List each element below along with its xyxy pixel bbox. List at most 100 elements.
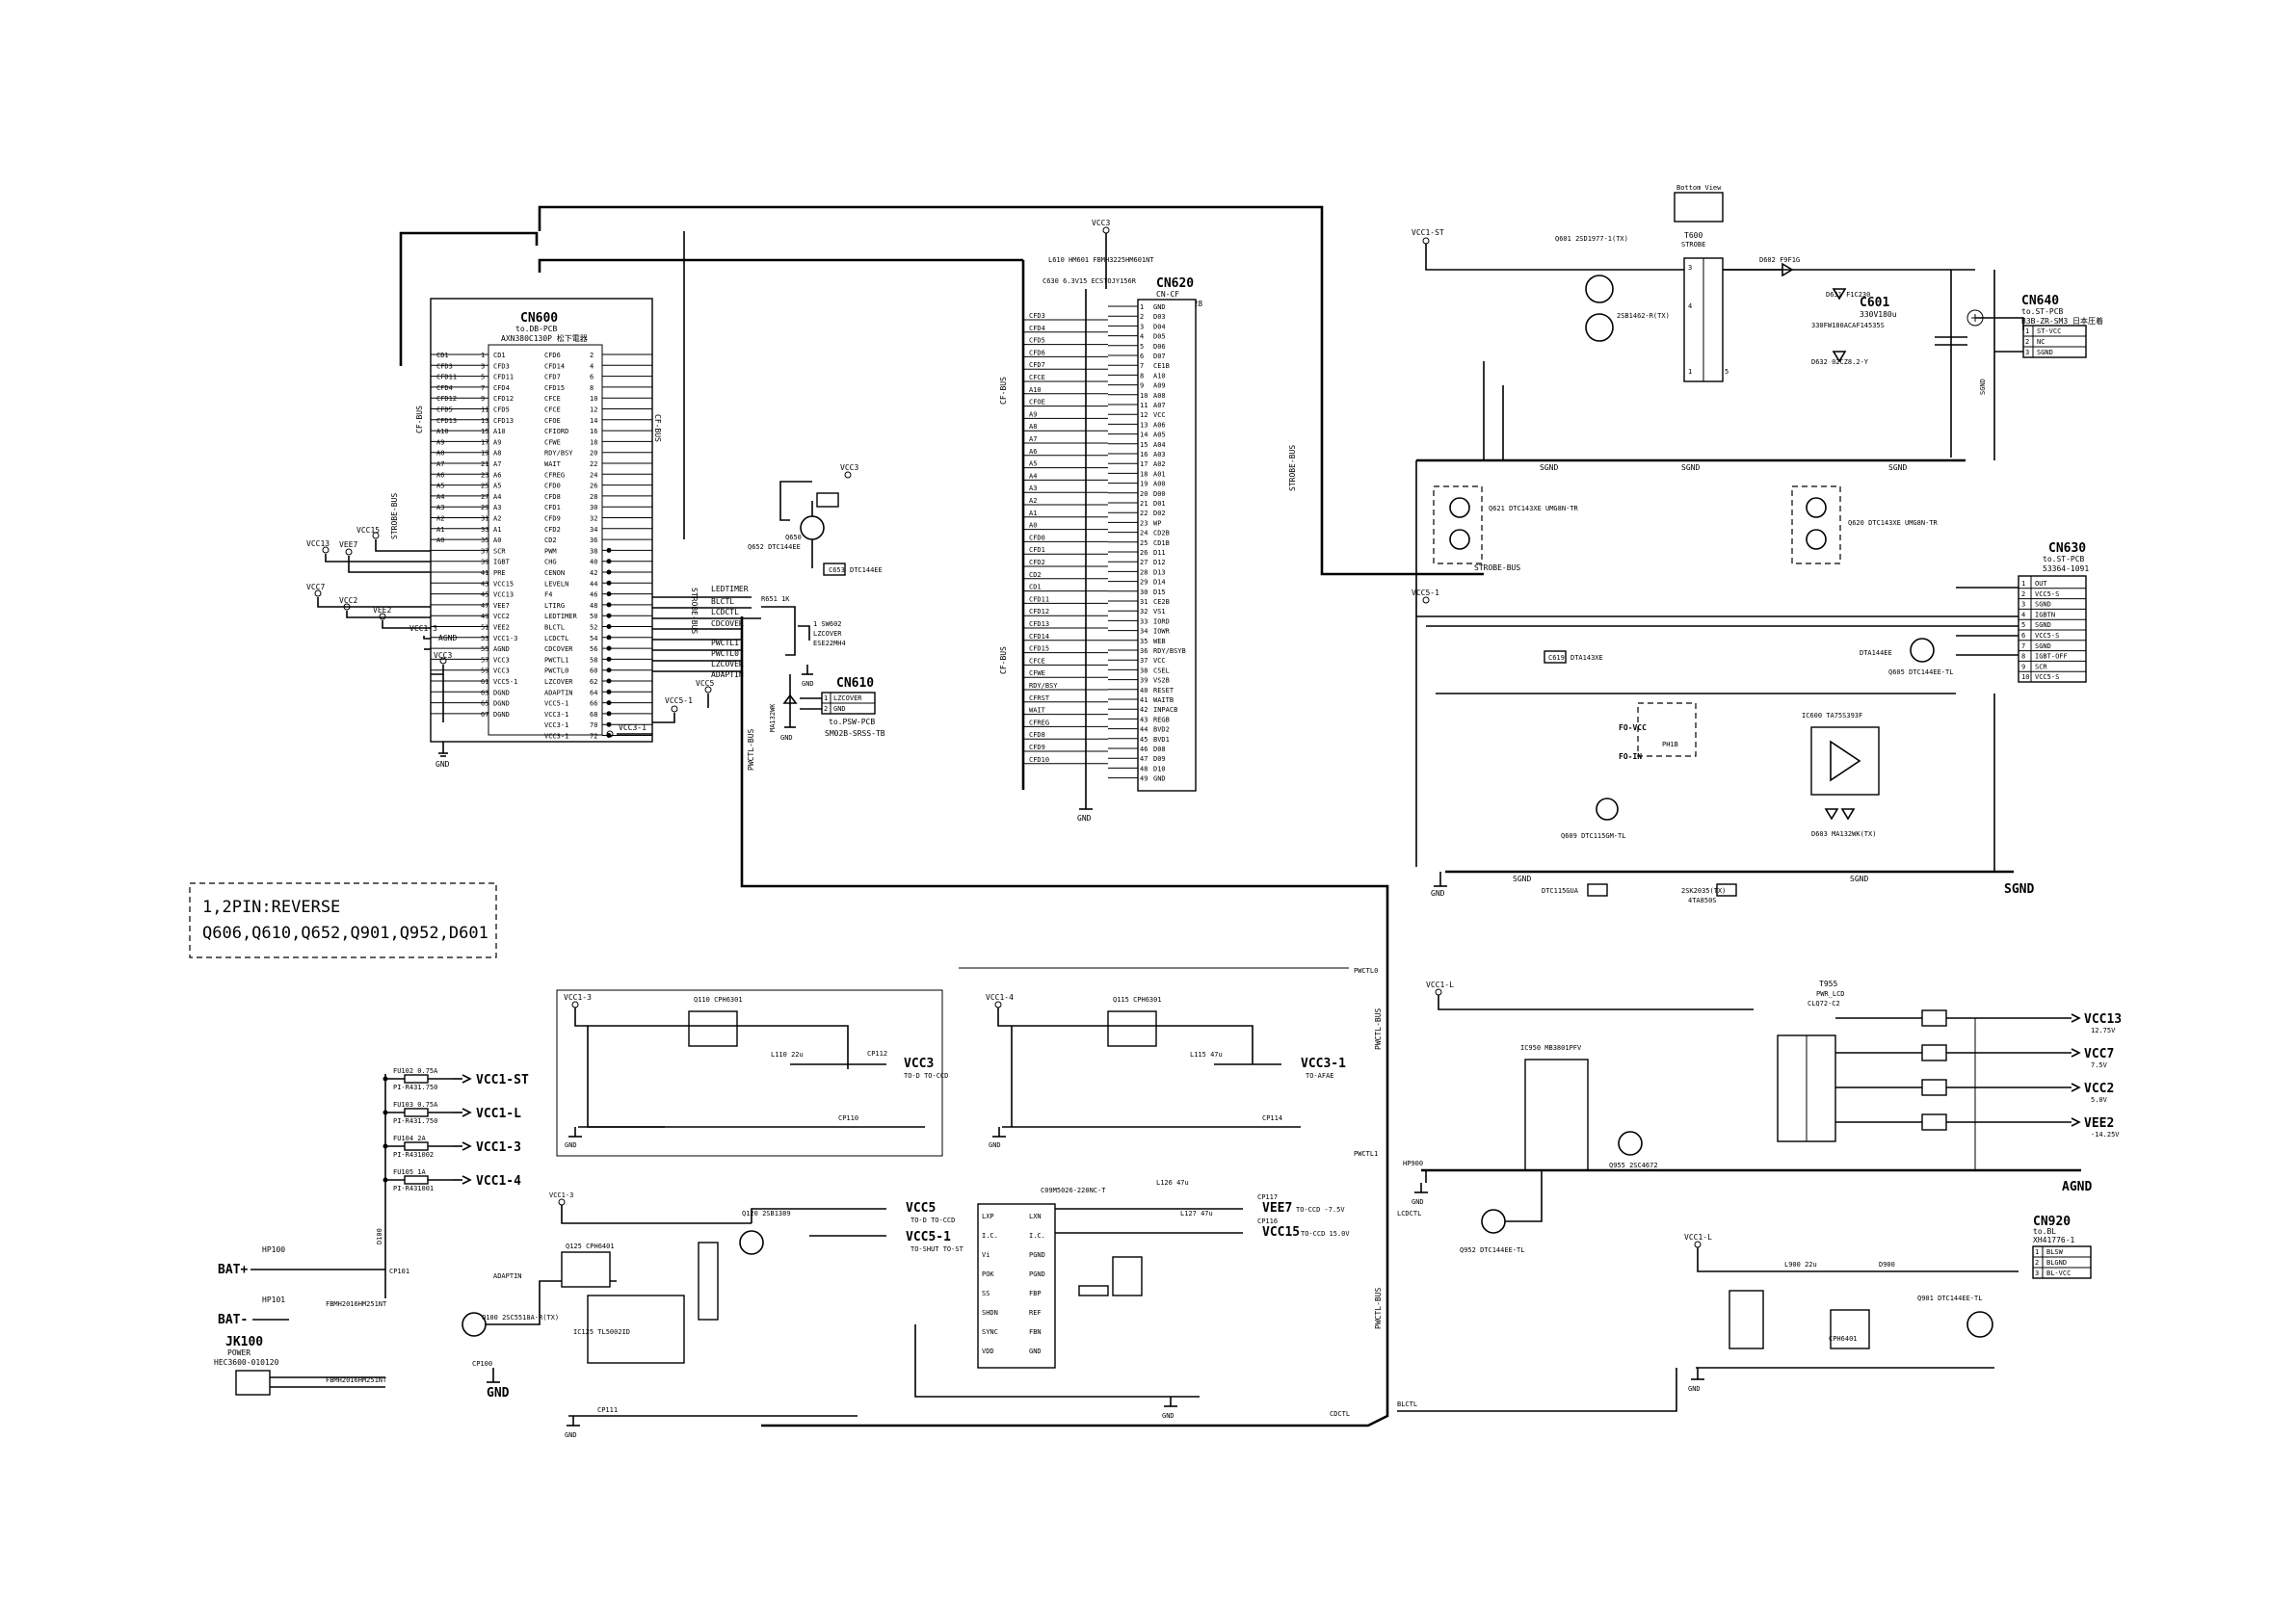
cn600-pin-right: F4	[544, 591, 552, 599]
arrow-icon	[462, 1141, 472, 1151]
fuse-ref: FU103 0.75A	[393, 1101, 438, 1109]
svg-text:PH1B: PH1B	[1662, 741, 1678, 748]
vcc1-3-lower: VCC1-3	[549, 1191, 573, 1199]
cn620-left-net: A1	[1029, 510, 1037, 517]
svg-text:L115 47u: L115 47u	[1190, 1051, 1223, 1059]
reg-pin-left: SYNC	[982, 1328, 998, 1336]
cn600-junction	[606, 711, 612, 717]
fuse-part: PI-R431002	[393, 1151, 434, 1159]
q609-label: Q609 DTC115GM-TL	[1561, 832, 1625, 840]
svg-text:CP112: CP112	[867, 1050, 887, 1058]
fuse-body	[404, 1141, 429, 1151]
cn630-pin-num: 6	[2021, 632, 2025, 640]
cn600-pin-right: LEDTIMER	[544, 613, 578, 620]
cn600-pin-right: CDCOVER	[544, 645, 573, 653]
cn600-pin-right: CFD7	[544, 374, 561, 381]
cn600-left-net: CFD4	[436, 384, 453, 392]
cn620-pin-name: D05	[1153, 333, 1166, 341]
svg-text:Q125 CPH6401: Q125 CPH6401	[566, 1243, 615, 1250]
cn600-pin-right: LZCOVER	[544, 678, 573, 686]
cn600-pin-num: 50	[590, 613, 597, 620]
cn600-pin-num: 19	[481, 450, 488, 458]
cn620-pin-name: GND	[1153, 303, 1166, 311]
cn600-pin-num: 58	[590, 656, 597, 664]
cn600-pin-num: 3	[481, 362, 485, 370]
r651-label: R651 1K	[761, 595, 790, 603]
cn620-connector: VCC3 L610 HM601 FBMH3225HM601NT C630 6.3…	[999, 219, 1202, 823]
cn600-pin-num: 32	[590, 515, 597, 523]
cn600-pin-left: DGND	[493, 711, 510, 719]
cn620-pin-name: WEB	[1153, 638, 1166, 645]
cn620-pin-name: A09	[1153, 382, 1166, 390]
cn600-pin-num: 18	[590, 438, 597, 446]
cn600-pin-num: 16	[590, 428, 597, 435]
net-vcc13-tap: VCC13	[306, 539, 330, 548]
cn620-left-net: A2	[1029, 497, 1037, 505]
pwctl-bus-label-a: PWCTL-BUS	[747, 728, 755, 771]
cn600-pin-left: SCR	[493, 547, 506, 555]
lcd-power-section: VCC1-L T955 PWR_LCD CLQ72-C2 IC950 MB380…	[1397, 980, 2122, 1254]
cn620-pin-name: CSEL	[1153, 667, 1170, 674]
cn600-junction	[606, 700, 612, 706]
cn620-left-net: A3	[1029, 484, 1037, 492]
cn600-pin-left: DGND	[493, 689, 510, 696]
cn600-pin-num: 57	[481, 656, 488, 664]
cn620-left-net: CD1	[1029, 584, 1042, 591]
t600-label: STROBE	[1681, 241, 1705, 249]
q100-label: Q100 2SC5518A-R(TX)	[482, 1314, 559, 1322]
reg-pin-left: SHDN	[982, 1309, 998, 1317]
cn620-left-net: CFD4	[1029, 325, 1045, 332]
cn600-pin-left: A10	[493, 428, 506, 435]
cn600-pin-right: RDY/BSY	[544, 450, 573, 458]
svg-text:2: 2	[2035, 1259, 2039, 1267]
cn620-pin-name: CE2B	[1153, 598, 1170, 606]
cn600-junction	[606, 678, 612, 684]
t600-view: Bottom View	[1676, 184, 1722, 192]
cn600-pin-left: VCC3	[493, 656, 510, 664]
svg-text:1: 1	[1688, 368, 1692, 376]
lcd-output-desc: 5.0V	[2091, 1096, 2108, 1104]
power-input-section: VCC1-3 VCC1-4 HP100 BAT+ HP101 BAT- D100…	[214, 993, 1060, 1400]
cn600-junction	[606, 624, 612, 629]
cn620-pin-num: 5	[1140, 343, 1144, 351]
cn600-pin-num: 10	[590, 395, 597, 403]
reg-pin-left: SS	[982, 1290, 990, 1297]
t600-ref: T600	[1684, 231, 1702, 240]
svg-text:Q901 DTC144EE-TL: Q901 DTC144EE-TL	[1917, 1295, 1982, 1302]
cn600-left-net: CD1	[436, 352, 449, 359]
svg-text:CDCTL: CDCTL	[1330, 1410, 1350, 1418]
svg-text:CP116: CP116	[1257, 1217, 1278, 1225]
lcd-output-desc: 12.75V	[2091, 1027, 2116, 1034]
cn620-left-net: CFD0	[1029, 534, 1045, 541]
cn620-pin-name: A01	[1153, 470, 1166, 478]
lcd-diode-block	[1921, 1079, 1947, 1096]
cn600-pin-num: 54	[590, 635, 597, 642]
reg-pin-right: FBP	[1029, 1290, 1042, 1297]
cn630-pin-name: IGBTN	[2035, 611, 2055, 618]
sgnd-ic600-1: SGND	[1513, 875, 1531, 883]
svg-text:FBMH2016HM251NT: FBMH2016HM251NT	[326, 1376, 387, 1384]
q605-label: Q605 DTC144EE-TL	[1888, 668, 1953, 676]
svg-text:4TA850S: 4TA850S	[1688, 897, 1717, 904]
net-vcc5-1-tap: VCC5-1	[665, 696, 693, 705]
sw602-label: 1 SW602	[813, 620, 842, 628]
reg-pin-left: VDD	[982, 1348, 994, 1355]
cn620-pin-name: A00	[1153, 481, 1166, 488]
svg-text:CP114: CP114	[1262, 1114, 1282, 1122]
cn600-pin-num: 60	[590, 668, 597, 675]
cn600-pin-num: 7	[481, 384, 485, 392]
cn600-junction	[606, 602, 612, 608]
cn620-pin-num: 49	[1140, 775, 1148, 783]
cn630-part: 53364-1091	[2043, 564, 2089, 573]
svg-text:LCDCTL: LCDCTL	[1397, 1210, 1421, 1217]
cn600-pin-num: 11	[481, 406, 488, 414]
svg-text:4: 4	[1688, 302, 1692, 310]
cn600-pin-num: 30	[590, 504, 597, 511]
cn620-pin-num: 16	[1140, 451, 1148, 458]
vcc3-1-regulator: Q115 CPH6301 VCC3-1 TO-AFAE GND L115 47u…	[959, 967, 1378, 1158]
cn600-pin-num: 22	[590, 460, 597, 468]
cn620-pin-name: A06	[1153, 421, 1166, 429]
arrow-icon	[2071, 1083, 2081, 1092]
cn600-pin-num: 24	[590, 471, 597, 479]
cn620-left-net: WAIT	[1029, 707, 1046, 715]
